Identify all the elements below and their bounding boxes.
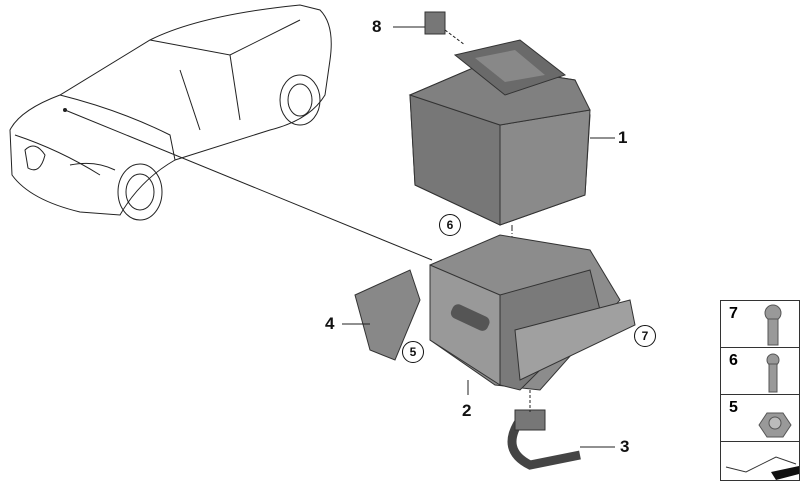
bolt-icon: [766, 353, 780, 393]
callout-3: 3: [620, 437, 630, 456]
legend-number: 5: [729, 399, 738, 416]
callout-4: 4: [325, 314, 335, 333]
legend-number: 7: [729, 305, 738, 322]
legend-number: 6: [729, 352, 738, 369]
callout-6: 6: [439, 214, 461, 236]
callout-2: 2: [462, 401, 472, 420]
car-outline: [9, 4, 332, 221]
legend-item: [720, 441, 800, 481]
nut-icon: [758, 412, 792, 438]
bracket: [354, 269, 421, 361]
bolt-icon: [764, 304, 782, 346]
parts-legend: 7 6 5: [720, 300, 800, 481]
callout-7: 7: [634, 325, 656, 347]
callout-1: 1: [618, 128, 628, 147]
connector: [424, 11, 446, 35]
legend-item: 7: [720, 300, 800, 348]
tool-icon: [725, 456, 799, 480]
callout-5: 5: [402, 341, 424, 363]
battery-cable: [507, 409, 581, 470]
legend-item: 6: [720, 347, 800, 395]
callout-8: 8: [372, 17, 382, 36]
battery: [408, 39, 591, 226]
legend-item: 5: [720, 394, 800, 442]
battery-tray: [429, 234, 636, 391]
